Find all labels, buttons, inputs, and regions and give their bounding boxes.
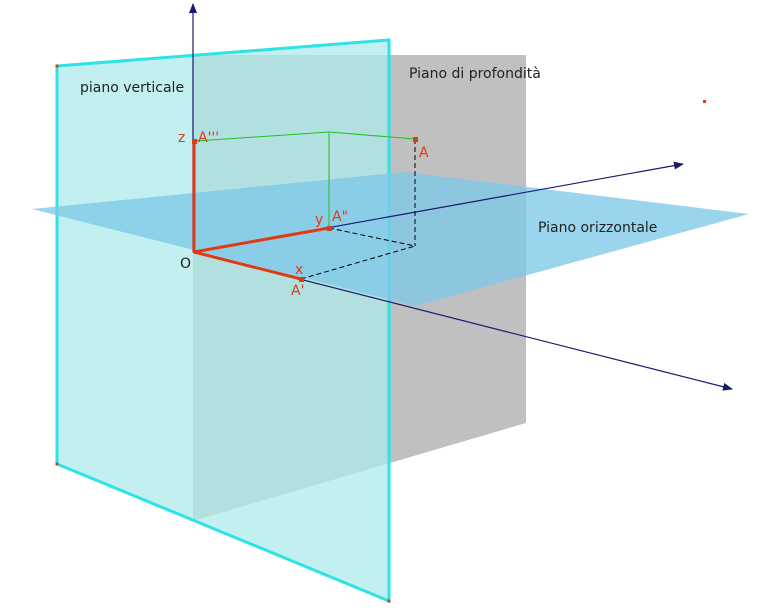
point-a2-marker (327, 226, 332, 231)
point-a-marker (413, 137, 418, 142)
projection-line-a2-to-ground (328, 227, 416, 247)
vertical-plane-label: piano verticale (80, 80, 184, 96)
point-a1-label: A' (291, 283, 304, 299)
x-axis-label: x (295, 262, 303, 278)
y-coordinate-segment (193, 226, 330, 254)
projection-line-a1-to-ground (300, 245, 416, 280)
plane-corner-marker (55, 64, 59, 68)
y-axis-label: y (315, 212, 323, 228)
depth-plane-label: Piano di profondità (409, 66, 541, 82)
z-axis-label: z (178, 130, 185, 146)
point-a3-marker (192, 139, 197, 144)
stray-marker (703, 100, 706, 103)
point-a1-marker (299, 277, 304, 282)
horizontal-plane-label: Piano orizzontale (538, 220, 657, 236)
point-a3-label: A''' (198, 130, 219, 146)
horizontal-plane (32, 172, 749, 306)
x-coordinate-segment (193, 250, 302, 281)
point-a-label: A (419, 145, 429, 161)
origin-label: O (180, 256, 191, 272)
vertical-plane (55, 38, 391, 604)
plane-corner-marker (387, 599, 391, 603)
plane-corner-marker (55, 462, 59, 466)
point-a2-label: A" (332, 209, 348, 225)
